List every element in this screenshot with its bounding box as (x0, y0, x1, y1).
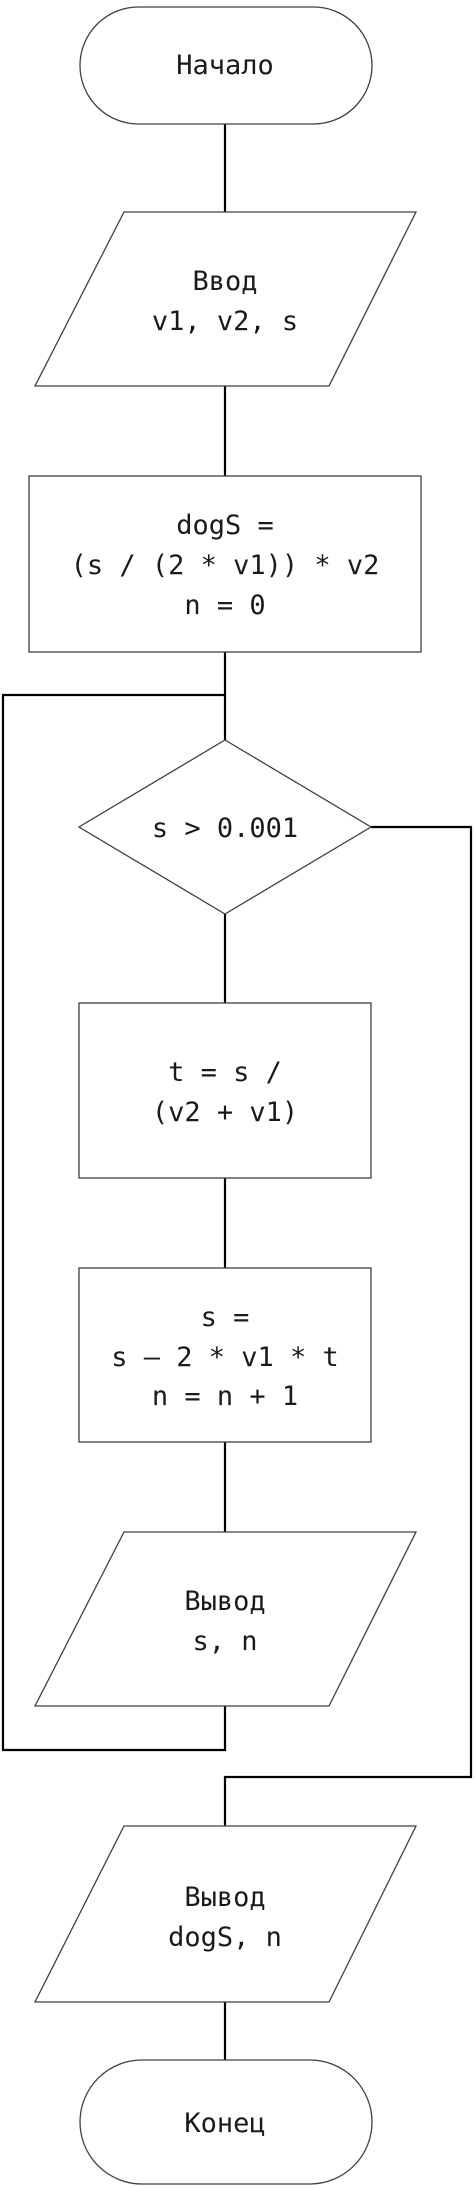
output-final-line-1: Вывод (184, 1882, 265, 1913)
start-label: Начало (176, 50, 274, 81)
update-line-1: s = (201, 1302, 250, 1333)
input-parallelogram: Ввод v1, v2, s (33, 211, 418, 387)
init-line-2: (s / (2 * v1)) * v2 (71, 550, 380, 581)
condition-diamond: s > 0.001 (77, 739, 373, 915)
end-terminator: Конец (79, 2059, 373, 2185)
condition-label: s > 0.001 (152, 813, 298, 844)
output-loop-line-2: s, n (192, 1626, 257, 1657)
output-loop-line-1: Вывод (184, 1586, 265, 1617)
output-final-parallelogram: Вывод dogS, n (33, 1825, 418, 2003)
connectors (1, 124, 473, 2060)
update-process-box: s = s – 2 * v1 * t n = n + 1 (78, 1267, 372, 1443)
update-line-3: n = n + 1 (152, 1381, 298, 1412)
edge-condition-exit (223, 825, 473, 1826)
update-line-2: s – 2 * v1 * t (111, 1342, 339, 1373)
edge-loop-back (1, 693, 227, 1752)
output-final-line-2: dogS, n (168, 1922, 282, 1953)
end-label: Конец (184, 2108, 265, 2139)
init-process-box: dogS = (s / (2 * v1)) * v2 n = 0 (28, 475, 422, 653)
init-line-1: dogS = (176, 510, 274, 541)
input-line-1: Ввод (192, 266, 257, 297)
calc-t-line-2: (v2 + v1) (152, 1097, 298, 1128)
start-terminator: Начало (79, 6, 373, 125)
calc-t-process-box: t = s / (v2 + v1) (78, 1002, 372, 1179)
input-line-2: v1, v2, s (152, 306, 298, 337)
init-line-3: n = 0 (184, 590, 265, 621)
calc-t-line-1: t = s / (168, 1057, 282, 1088)
output-loop-parallelogram: Вывод s, n (33, 1531, 418, 1707)
